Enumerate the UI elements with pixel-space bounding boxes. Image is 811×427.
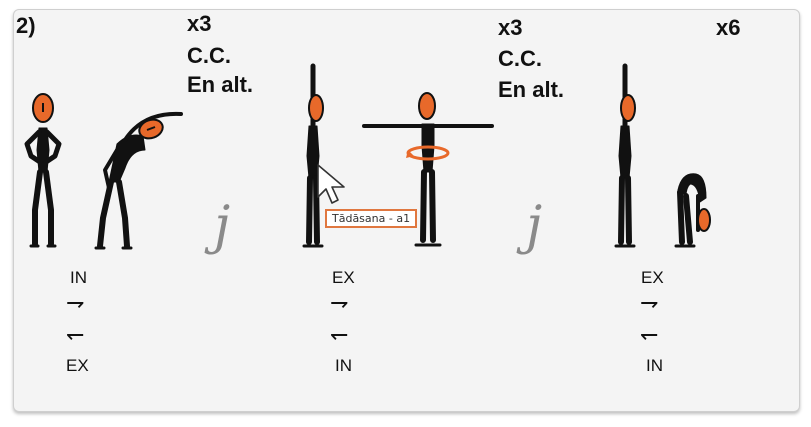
breath-top-2: EX: [332, 268, 355, 287]
separator-glyph-1: j: [214, 196, 231, 256]
arms-up-standing-figure: [302, 63, 324, 248]
repeat-count-2: x3: [498, 15, 523, 40]
arms-out-twist-figure: [362, 92, 494, 247]
repeat-alt-1: En alt.: [187, 72, 254, 97]
repeat-alt-2: En alt.: [498, 77, 565, 102]
repeat-count-1: x3: [187, 11, 212, 36]
arrow-left-icon: ↽: [66, 322, 85, 347]
repeat-count-3: x6: [716, 15, 741, 40]
arms-up-standing-figure-2: [614, 63, 636, 248]
hands-on-hips-standing-figure: [24, 93, 62, 248]
breath-bottom-2: IN: [335, 356, 352, 375]
mouse-cursor-icon: [317, 164, 345, 204]
step-number: 2): [16, 13, 36, 38]
breath-top-1: IN: [70, 268, 87, 287]
repeat-mode-2: C.C.: [498, 46, 542, 71]
pose-tooltip: Tādāsana - a1: [325, 209, 418, 228]
arrow-left-icon-2: ↽: [330, 322, 349, 347]
forward-fold-figure: [674, 173, 711, 248]
arrow-right-icon-3: ⇁: [640, 290, 659, 315]
side-bend-figure: [94, 111, 183, 250]
breath-bottom-1: EX: [66, 356, 89, 375]
breath-bottom-3: IN: [646, 356, 663, 375]
breath-top-3: EX: [641, 268, 664, 287]
separator-glyph-2: j: [526, 196, 543, 256]
repeat-mode-1: C.C.: [187, 43, 231, 68]
arrow-left-icon-3: ↽: [640, 322, 659, 347]
arrow-right-icon: ⇁: [66, 290, 85, 315]
arrow-right-icon-2: ⇁: [330, 290, 349, 315]
